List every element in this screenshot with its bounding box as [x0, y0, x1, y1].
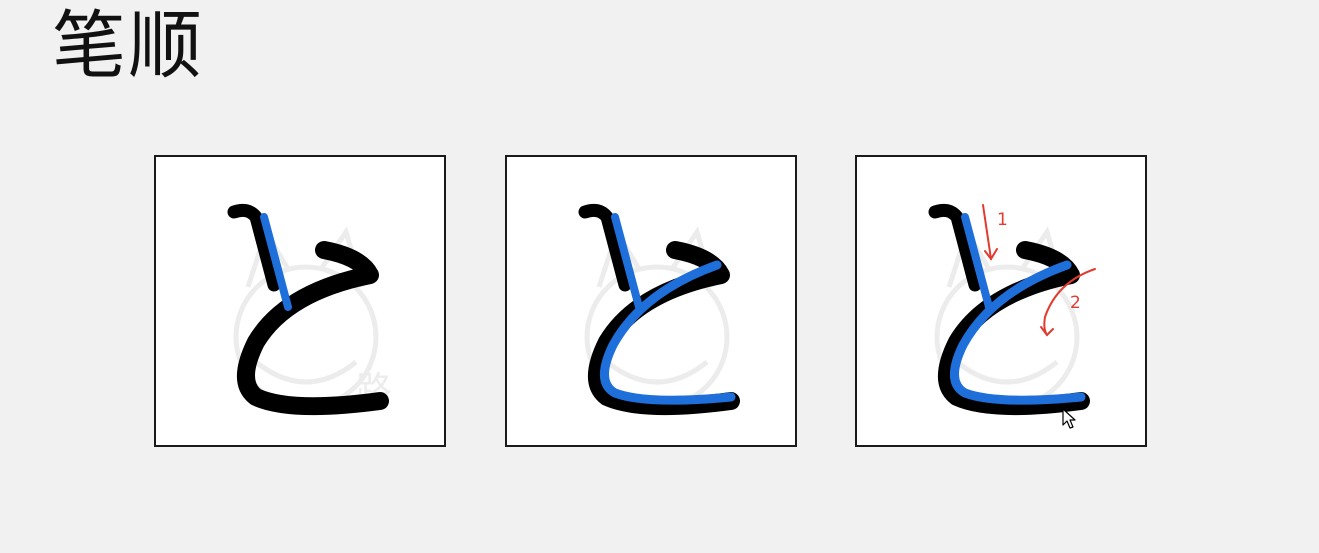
highlighted-strokes	[600, 213, 736, 405]
stroke-number-1: 1	[997, 210, 1008, 230]
mascot-watermark: 路	[233, 225, 392, 411]
arrow-cursor-icon	[1062, 408, 1076, 429]
highlighted-strokes	[260, 213, 292, 311]
kana-to-glyph-step-2	[578, 203, 740, 416]
glyph-shadow	[928, 203, 1090, 416]
glyph-shadow	[578, 203, 740, 416]
glyph-shadow	[227, 203, 389, 416]
kana-to-glyph-annotated: 1 2	[928, 203, 1096, 416]
stroke-order-panel-3: 1 2	[855, 155, 1147, 447]
stroke-order-panel-1: 路	[154, 155, 446, 447]
stroke-order-panel-2	[505, 155, 797, 447]
slide-title: 笔顺	[52, 3, 204, 89]
stroke-number-2: 2	[1070, 293, 1081, 313]
stroke-1-arrow	[982, 204, 992, 260]
stroke-order-annotations	[982, 204, 1096, 337]
stroke-2-arrow	[1043, 268, 1096, 336]
highlighted-strokes	[950, 213, 1086, 405]
kana-to-glyph-step-1: 路	[227, 203, 392, 416]
